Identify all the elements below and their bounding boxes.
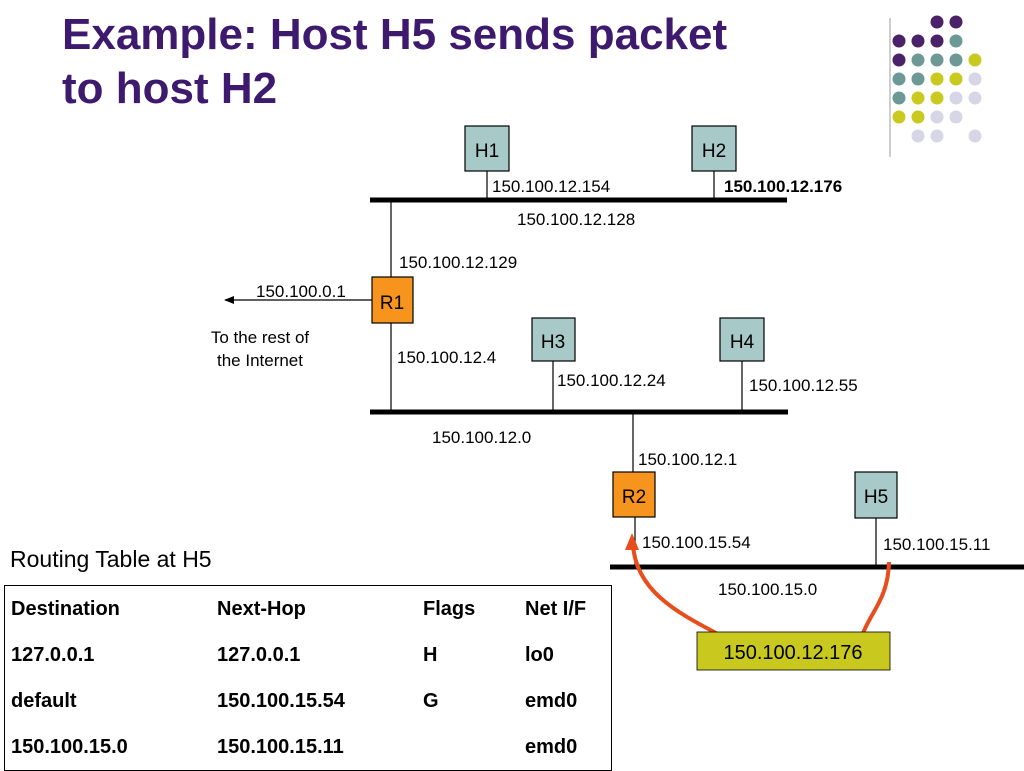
cell-net-if: emd0 xyxy=(525,689,578,712)
column-header-net-if: Net I/F xyxy=(525,597,587,620)
column-header-next-hop: Next-Hop xyxy=(217,597,306,620)
routing-table: Destination Next-Hop Flags Net I/F 127.0… xyxy=(4,585,612,771)
decorative-dot xyxy=(930,72,944,86)
decorative-dot xyxy=(911,34,925,48)
addr-net-mid: 150.100.12.0 xyxy=(432,428,531,447)
decorative-dot xyxy=(949,72,963,86)
addr-h1: 150.100.12.154 xyxy=(492,177,610,196)
cell-destination: 150.100.15.0 xyxy=(11,735,128,758)
cell-net-if: emd0 xyxy=(525,735,578,758)
addr-h3: 150.100.12.24 xyxy=(557,371,666,390)
host-h3-label: H3 xyxy=(541,332,565,353)
cell-flags: G xyxy=(423,689,439,712)
cell-flags: H xyxy=(423,643,438,666)
column-header-destination: Destination xyxy=(11,597,120,620)
decorative-dot xyxy=(911,110,925,124)
decorative-dot xyxy=(892,91,906,105)
decorative-dot xyxy=(968,129,982,143)
host-h2: H2 xyxy=(691,125,737,172)
table-row: default 150.100.15.54 G emd0 xyxy=(5,678,612,724)
decorative-dot xyxy=(892,53,906,67)
packet-path-to-r2 xyxy=(631,544,717,635)
router-r1-label: R1 xyxy=(380,293,404,314)
internet-label-line-2: the Internet xyxy=(217,351,303,370)
host-h2-label: H2 xyxy=(702,141,726,162)
router-r2-label: R2 xyxy=(622,487,646,508)
cell-next-hop: 127.0.0.1 xyxy=(217,643,301,666)
routing-table-caption: Routing Table at H5 xyxy=(10,546,212,572)
addr-r1-mid: 150.100.12.4 xyxy=(397,348,496,367)
host-h5-label: H5 xyxy=(864,487,888,508)
addr-h4: 150.100.12.55 xyxy=(749,376,858,395)
host-h5: H5 xyxy=(854,471,898,519)
decorative-dot-grid xyxy=(892,15,982,143)
cell-destination: 127.0.0.1 xyxy=(11,643,95,666)
decorative-dot xyxy=(930,34,944,48)
packet-box: 150.100.12.176 xyxy=(696,631,891,671)
addr-h5: 150.100.15.11 xyxy=(883,535,990,554)
internet-label-line-1: To the rest of xyxy=(211,328,310,347)
decorative-dot xyxy=(892,34,906,48)
packet-label: 150.100.12.176 xyxy=(723,642,862,664)
decorative-dot xyxy=(930,15,944,29)
addr-net-top: 150.100.12.128 xyxy=(517,210,635,229)
table-row: 127.0.0.1 127.0.0.1 H lo0 xyxy=(5,632,612,678)
decorative-dot xyxy=(930,53,944,67)
decorative-dot xyxy=(911,72,925,86)
decorative-dot xyxy=(911,91,925,105)
table-row: 150.100.15.0 150.100.15.11 emd0 xyxy=(5,724,612,771)
decorative-dot xyxy=(949,34,963,48)
host-h4: H4 xyxy=(719,317,765,362)
decorative-dot xyxy=(968,72,982,86)
decorative-dot xyxy=(968,91,982,105)
addr-r2-bot: 150.100.15.54 xyxy=(642,533,751,552)
decorative-dot xyxy=(930,129,944,143)
decorative-dot xyxy=(949,53,963,67)
cell-next-hop: 150.100.15.54 xyxy=(217,689,345,712)
host-h1: H1 xyxy=(464,125,510,172)
decorative-dot xyxy=(968,53,982,67)
decorative-dot xyxy=(892,110,906,124)
column-header-flags: Flags xyxy=(423,597,476,620)
cell-net-if: lo0 xyxy=(525,643,554,666)
cell-destination: default xyxy=(11,689,77,712)
decorative-dot xyxy=(949,15,963,29)
decorative-dot xyxy=(949,91,963,105)
addr-r1-top: 150.100.12.129 xyxy=(399,253,517,272)
decorative-dot xyxy=(930,110,944,124)
packet-path-arrowhead xyxy=(625,533,639,550)
routing-table-header-row: Destination Next-Hop Flags Net I/F xyxy=(5,586,612,633)
addr-r1-ext: 150.100.0.1 xyxy=(256,282,346,301)
page-title: Example: Host H5 sends packet to host H2 xyxy=(62,8,862,116)
addr-r2-mid: 150.100.12.1 xyxy=(638,450,737,469)
router-r1: R1 xyxy=(371,276,414,324)
decorative-dot xyxy=(930,91,944,105)
cell-flags xyxy=(417,724,519,771)
addr-net-bot: 150.100.15.0 xyxy=(718,580,817,599)
decorative-dot xyxy=(911,53,925,67)
title-line-2: to host H2 xyxy=(62,64,278,113)
host-h4-label: H4 xyxy=(730,332,755,353)
packet-path-from-h5 xyxy=(860,561,891,637)
title-line-1: Example: Host H5 sends packet xyxy=(62,10,728,59)
router-r2: R2 xyxy=(612,471,656,518)
decorative-dot xyxy=(892,72,906,86)
host-h3: H3 xyxy=(531,317,576,362)
decorative-dot xyxy=(949,110,963,124)
addr-h2: 150.100.12.176 xyxy=(724,177,842,196)
host-h1-label: H1 xyxy=(475,141,499,162)
decorative-dot xyxy=(911,129,925,143)
cell-next-hop: 150.100.15.11 xyxy=(217,735,344,758)
